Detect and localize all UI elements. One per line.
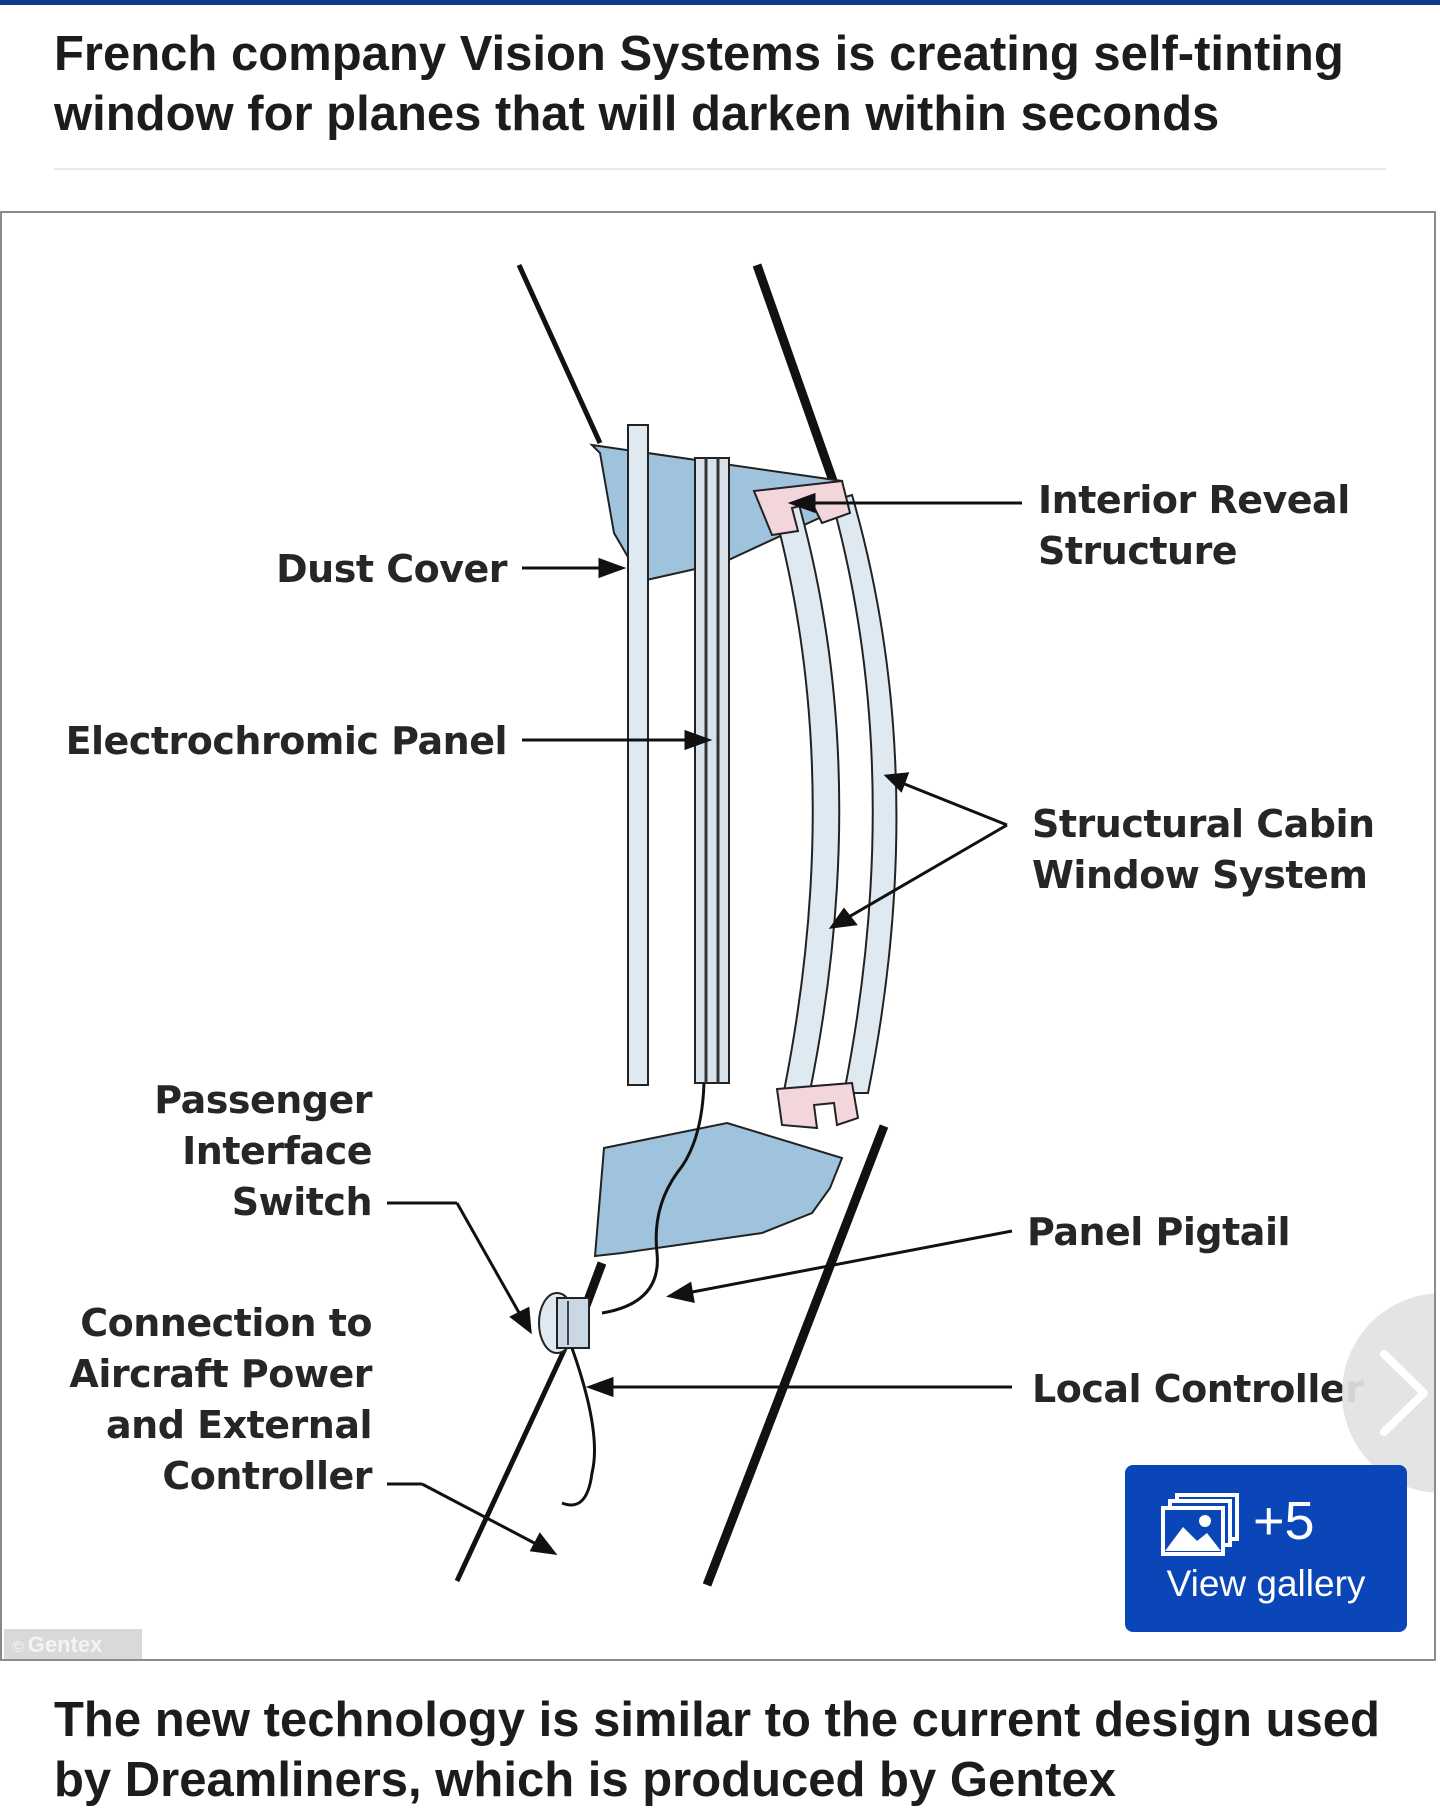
label-local-controller: Local Controller [1032, 1367, 1364, 1411]
pigtail-wire [601, 1082, 706, 1315]
electrochromic-panel-glass [694, 457, 730, 1084]
dust-cover-panel [627, 424, 649, 1086]
article-headline: French company Vision Systems is creatin… [54, 27, 1344, 141]
label-dust-cover: Dust Cover [276, 547, 507, 591]
label-passenger-interface-switch: Passenger Interface Switch [154, 1078, 372, 1224]
bottom-seal [775, 1081, 860, 1130]
window-pane-inner [770, 499, 841, 1092]
chevron-right-icon [1380, 1350, 1428, 1436]
label-structural-cabin-window-system: Structural Cabin Window System [1032, 802, 1375, 897]
copyright-icon: © [12, 1639, 24, 1656]
figure-caption: The new technology is similar to the cur… [54, 1693, 1380, 1807]
gallery-label: View gallery [1166, 1563, 1366, 1604]
reveal-structure-bottom [593, 1121, 844, 1258]
outer-hull-bottom [702, 1124, 889, 1587]
interior-wall-top [516, 263, 603, 445]
window-pane-outer [830, 493, 898, 1094]
view-gallery-button[interactable]: +5 View gallery [1125, 1465, 1407, 1632]
image-credit: ©Gentex [4, 1629, 142, 1659]
image-credit-text: Gentex [27, 1632, 103, 1657]
window-cross-section-diagram [387, 263, 1022, 1587]
article-figure[interactable]: Interior Reveal Structure Dust Cover Ele… [0, 211, 1436, 1661]
label-panel-pigtail: Panel Pigtail [1027, 1210, 1291, 1254]
label-electrochromic-panel: Electrochromic Panel [65, 719, 508, 763]
power-cable [561, 1347, 596, 1507]
top-accent-bar [0, 0, 1440, 5]
gallery-count: +5 [1253, 1491, 1315, 1551]
label-interior-reveal-structure: Interior Reveal Structure [1038, 478, 1350, 573]
headline-divider [54, 168, 1386, 170]
label-connection-to-aircraft-power: Connection to Aircraft Power and Externa… [69, 1301, 372, 1498]
images-stack-icon [1161, 1493, 1239, 1556]
callout-leaders [387, 492, 1022, 1555]
